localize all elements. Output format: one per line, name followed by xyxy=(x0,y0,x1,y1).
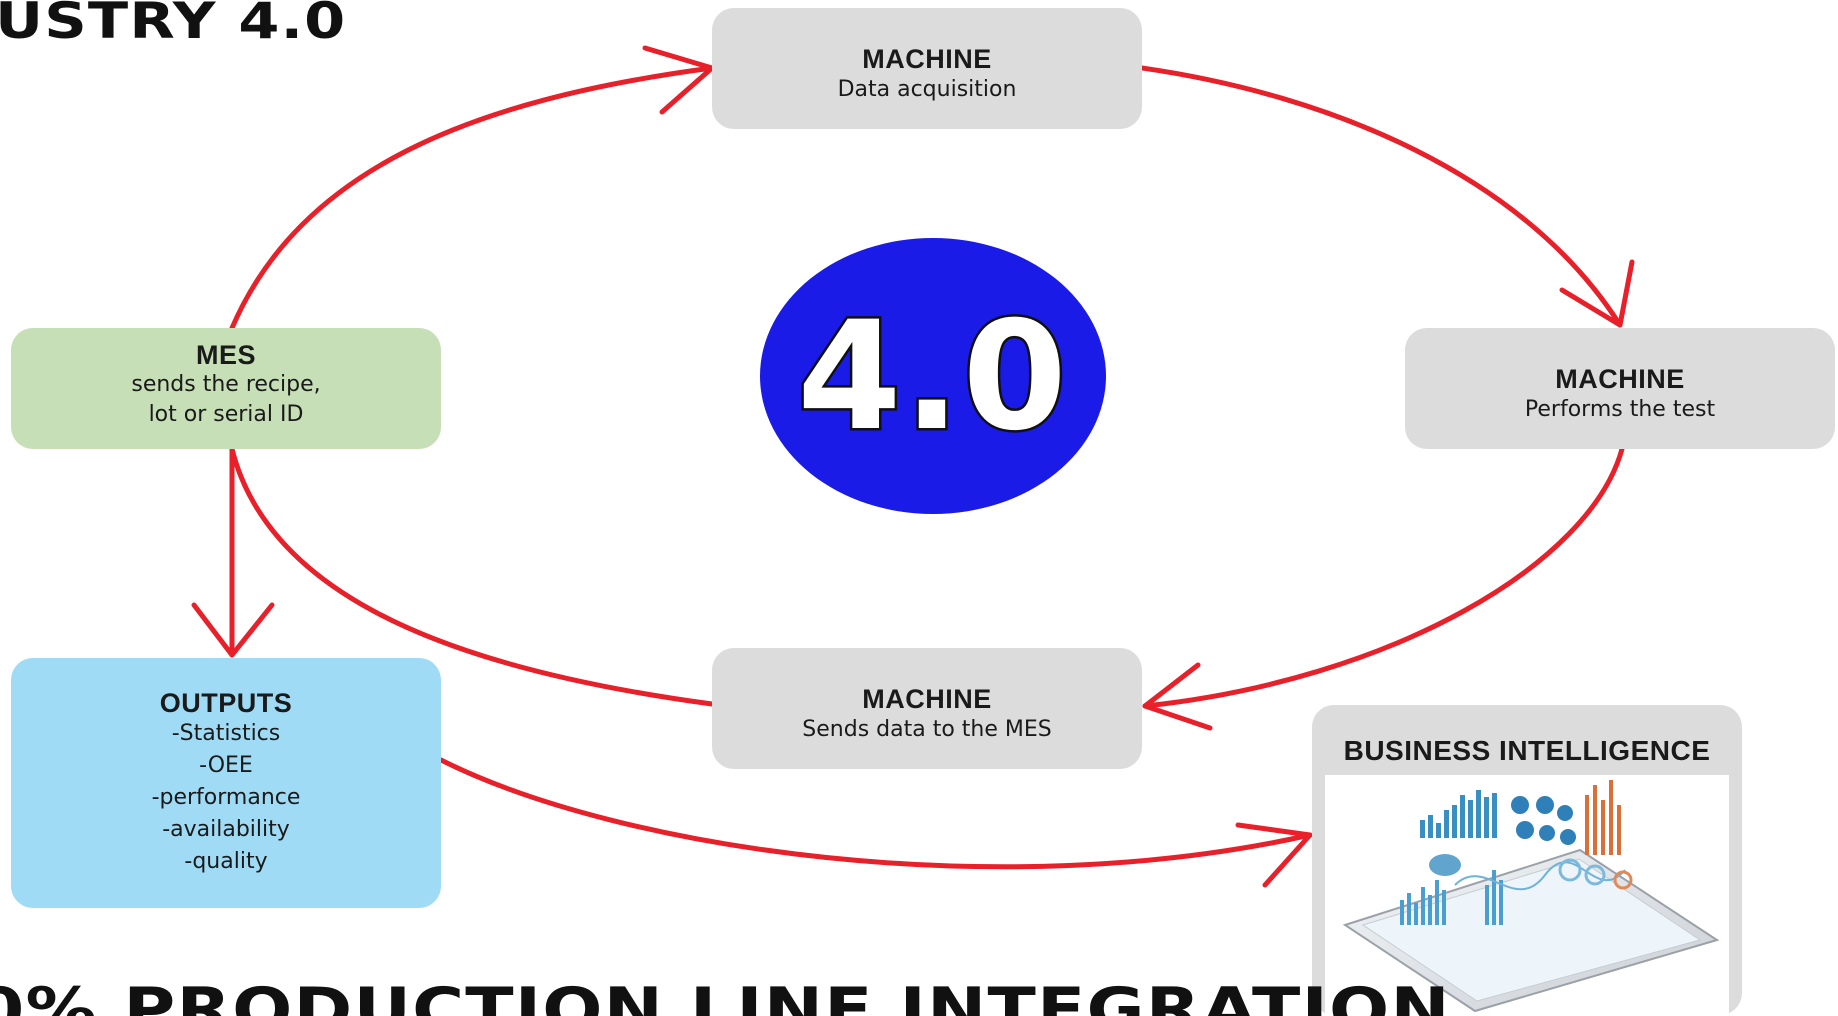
machine-performs-test-node: MACHINE Performs the test xyxy=(1405,328,1835,449)
output-item: -OEE xyxy=(199,753,253,778)
node-title: MES xyxy=(195,340,256,370)
arrowhead-machine-bottom xyxy=(1142,662,1213,731)
arrowhead-machine-top xyxy=(642,45,715,115)
arc-machine-right-to-bottom xyxy=(1142,446,1625,709)
floating-bars xyxy=(1420,790,1497,838)
page-title: DUSTRY 4.0 xyxy=(0,0,347,50)
arc-outputs-to-bi xyxy=(438,757,1313,870)
pie-on-screen xyxy=(1429,854,1461,876)
node-title: MACHINE xyxy=(862,684,992,714)
tablet-screen xyxy=(1361,858,1702,1002)
floating-orange-bars xyxy=(1585,780,1621,855)
ring-chart xyxy=(1584,864,1606,886)
badge-text: 4.0 xyxy=(797,290,1069,464)
arc-machine-top-to-right xyxy=(1139,65,1623,328)
node-line: sends the recipe, xyxy=(131,372,321,397)
mes-node: MES sends the recipe, lot or serial ID xyxy=(11,328,441,449)
arrowhead-bi xyxy=(1235,822,1313,888)
machine-sends-data-node: MACHINE Sends data to the MES xyxy=(712,648,1142,769)
ring-chart xyxy=(1613,870,1633,890)
trend-line xyxy=(1454,861,1626,891)
node-title: MACHINE xyxy=(1555,364,1685,394)
node-line: lot or serial ID xyxy=(148,402,304,427)
page-subtitle: 0% PRODUCTION LINE INTEGRATION xyxy=(0,975,1451,1016)
output-item: -quality xyxy=(184,849,268,874)
bi-title: BUSINESS INTELLIGENCE xyxy=(1343,735,1711,766)
ring-chart xyxy=(1558,858,1582,882)
industry-4-badge: 4.0 xyxy=(760,238,1106,514)
node-line: Sends data to the MES xyxy=(802,717,1052,742)
machine-data-acquisition-node: MACHINE Data acquisition xyxy=(712,8,1142,129)
arc-machine-bottom-to-mes xyxy=(229,446,715,707)
business-intelligence-panel: BUSINESS INTELLIGENCE xyxy=(1312,705,1742,1015)
arrowhead-outputs xyxy=(191,602,275,658)
output-item: -Statistics xyxy=(171,721,281,746)
node-title: MACHINE xyxy=(862,44,992,74)
node-title: OUTPUTS xyxy=(159,688,293,718)
node-line: Performs the test xyxy=(1524,397,1716,422)
output-item: -availability xyxy=(162,817,290,842)
arrowhead-machine-right xyxy=(1559,259,1635,328)
screen-bars xyxy=(1400,870,1503,925)
tablet-analytics-dashboard-icon xyxy=(1325,775,1729,1015)
output-item: -performance xyxy=(151,785,301,810)
node-line: Data acquisition xyxy=(837,77,1017,102)
outputs-node: OUTPUTS -Statistics -OEE -performance -a… xyxy=(11,658,441,908)
pie-charts xyxy=(1511,796,1576,845)
arc-mes-to-machine-top xyxy=(229,65,715,331)
